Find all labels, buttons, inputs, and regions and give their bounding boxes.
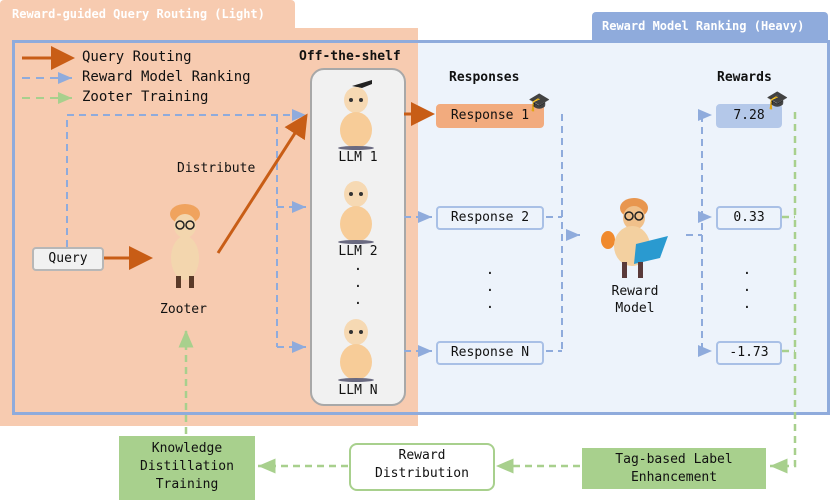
reward-2-box[interactable]: 0.33: [716, 206, 782, 230]
reward-1-box[interactable]: 7.28: [716, 104, 782, 128]
llm-n-label: LLM N: [338, 383, 378, 398]
heavy-panel-tab: Reward Model Ranking (Heavy): [592, 12, 828, 42]
response-1-box[interactable]: Response 1: [436, 104, 544, 128]
query-box[interactable]: Query: [32, 247, 104, 271]
llm-1-llama-icon: [338, 80, 374, 150]
kd-line2: Distillation: [140, 459, 234, 474]
llm-n-llama-icon: [338, 319, 374, 382]
rewards-title: Rewards: [717, 70, 772, 85]
reward-model-label-line1: Reward: [611, 284, 659, 299]
rd-line1: Reward: [398, 448, 446, 463]
zooter-label: Zooter: [160, 302, 207, 317]
llm-1-label: LLM 1: [338, 150, 378, 165]
graduation-cap-icon: 🎓: [528, 92, 551, 113]
graduation-cap-icon: 🎓: [766, 90, 789, 111]
response-ellipsis: . . .: [485, 262, 495, 312]
ranking-path-query: [66, 109, 712, 357]
distribute-label: Distribute: [177, 161, 256, 176]
light-panel-tab: Reward-guided Query Routing (Light): [0, 0, 295, 30]
response-2-box[interactable]: Response 2: [436, 206, 544, 230]
routing-path: [103, 102, 435, 270]
legend-label-ranking: Reward Model Ranking: [82, 69, 251, 85]
tag-line2: Enhancement: [630, 470, 718, 485]
rd-line2: Distribution: [375, 466, 469, 481]
reward-distribution-box[interactable]: Reward Distribution: [349, 443, 495, 491]
training-path: [178, 112, 797, 474]
response-n-box[interactable]: Response N: [436, 341, 544, 365]
reward-model-label-line2: Model: [615, 301, 655, 316]
kd-line1: Knowledge: [151, 441, 223, 456]
zooter-llama-icon: [170, 204, 200, 288]
light-panel-title: Reward-guided Query Routing (Light): [12, 7, 265, 21]
responses-title: Responses: [449, 70, 520, 85]
off-the-shelf-title: Off-the-shelf: [299, 49, 401, 64]
reward-ellipsis: . . .: [742, 262, 752, 312]
heavy-panel-title: Reward Model Ranking (Heavy): [602, 19, 805, 33]
kd-line3: Training: [155, 477, 219, 492]
llm-2-llama-icon: [338, 181, 374, 244]
reward-n-box[interactable]: -1.73: [716, 341, 782, 365]
knowledge-distillation-training-box[interactable]: Knowledge Distillation Training: [119, 436, 255, 500]
llm-ellipsis: . . .: [353, 258, 363, 308]
reward-model-llama-icon: [601, 198, 668, 278]
legend-label-training: Zooter Training: [82, 89, 209, 105]
llm-2-label: LLM 2: [338, 244, 378, 259]
legend-label-routing: Query Routing: [82, 49, 192, 65]
outer-frame: [12, 40, 830, 415]
tag-line1: Tag-based Label: [615, 452, 733, 467]
tag-based-label-enhancement-box[interactable]: Tag-based Label Enhancement: [582, 448, 766, 489]
